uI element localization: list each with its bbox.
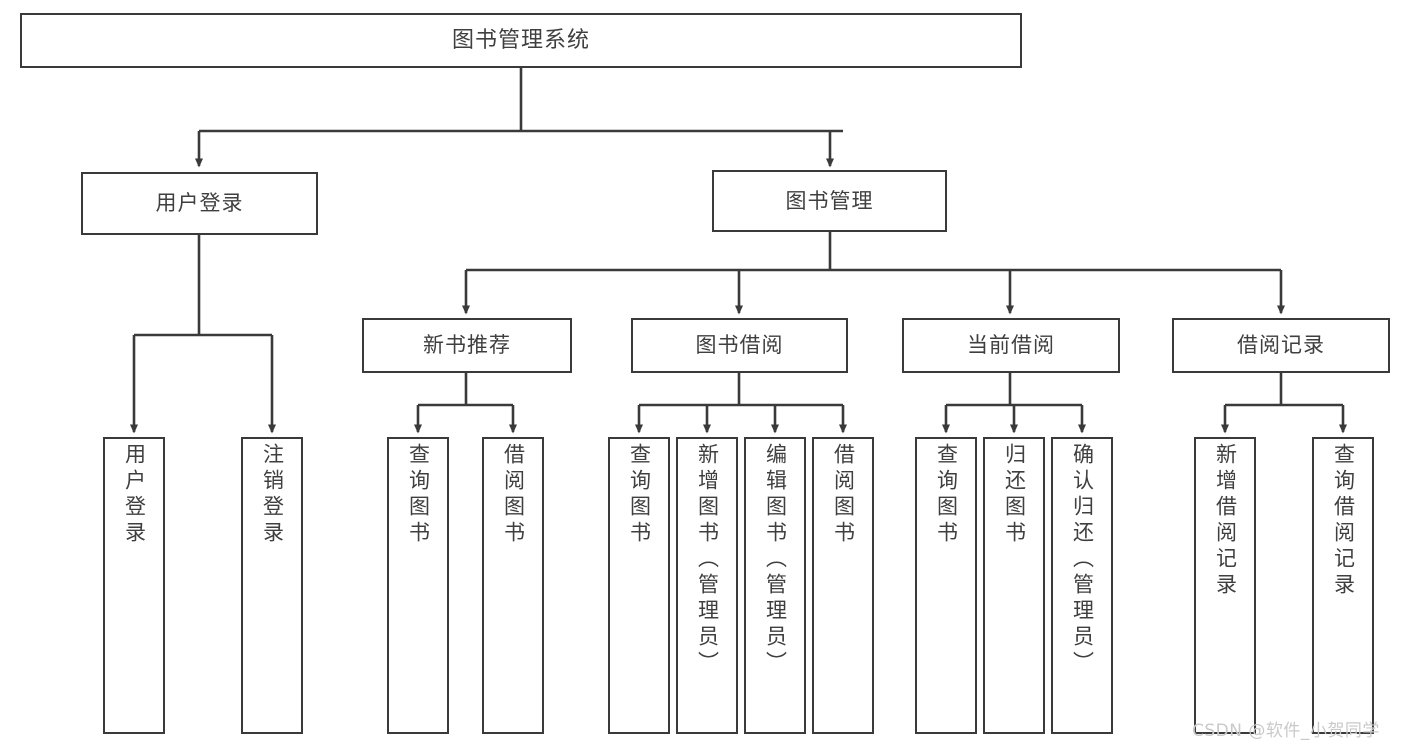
leaf-return-book[interactable]: 归还图书 (983, 437, 1045, 734)
node-label: 新书推荐 (423, 333, 511, 358)
node-label: 借阅记录 (1237, 333, 1325, 358)
node-label: 当前借阅 (967, 333, 1055, 358)
node-current-borrow[interactable]: 当前借阅 (902, 318, 1120, 373)
node-label: 查询图书 (406, 443, 431, 547)
leaf-borrow-book[interactable]: 借阅图书 (812, 437, 874, 734)
node-label: 图书管理 (785, 188, 874, 213)
node-label: 用户登录 (155, 191, 244, 216)
node-new-book-recommend[interactable]: 新书推荐 (362, 318, 572, 373)
leaf-query-borrow-record[interactable]: 查询借阅记录 (1312, 437, 1374, 734)
node-label: 查询借阅记录 (1331, 443, 1356, 599)
node-book-management[interactable]: 图书管理 (712, 170, 947, 232)
leaf-query-book-borrow[interactable]: 查询图书 (608, 437, 670, 734)
node-label: 注销登录 (260, 443, 285, 547)
node-label: 编辑图书（管理员） (763, 443, 788, 677)
node-borrow-record[interactable]: 借阅记录 (1172, 318, 1390, 373)
node-user-login[interactable]: 用户登录 (81, 172, 318, 235)
leaf-query-book-recommend[interactable]: 查询图书 (387, 437, 449, 734)
leaf-user-login[interactable]: 用户登录 (103, 437, 165, 734)
node-label: 新增图书（管理员） (695, 443, 720, 677)
leaf-confirm-return-admin[interactable]: 确认归还（管理员） (1051, 437, 1113, 734)
leaf-logout[interactable]: 注销登录 (241, 437, 303, 734)
node-label: 查询图书 (934, 443, 959, 547)
node-root-system[interactable]: 图书管理系统 (20, 13, 1022, 68)
node-label: 借阅图书 (501, 443, 526, 547)
leaf-query-book-current[interactable]: 查询图书 (915, 437, 977, 734)
csdn-watermark: CSDN @软件_小贺同学 (1192, 721, 1380, 741)
leaf-add-borrow-record[interactable]: 新增借阅记录 (1194, 437, 1256, 734)
leaf-borrow-book-recommend[interactable]: 借阅图书 (482, 437, 544, 734)
node-book-borrow[interactable]: 图书借阅 (631, 318, 848, 373)
leaf-edit-book-admin[interactable]: 编辑图书（管理员） (744, 437, 806, 734)
node-label: 归还图书 (1002, 443, 1027, 547)
node-label: 新增借阅记录 (1213, 443, 1238, 599)
node-label: 用户登录 (122, 443, 147, 547)
node-label: 图书管理系统 (451, 27, 590, 53)
node-label: 确认归还（管理员） (1070, 443, 1095, 677)
node-label: 借阅图书 (831, 443, 856, 547)
node-label: 查询图书 (627, 443, 652, 547)
leaf-add-book-admin[interactable]: 新增图书（管理员） (676, 437, 738, 734)
node-label: 图书借阅 (695, 333, 784, 358)
